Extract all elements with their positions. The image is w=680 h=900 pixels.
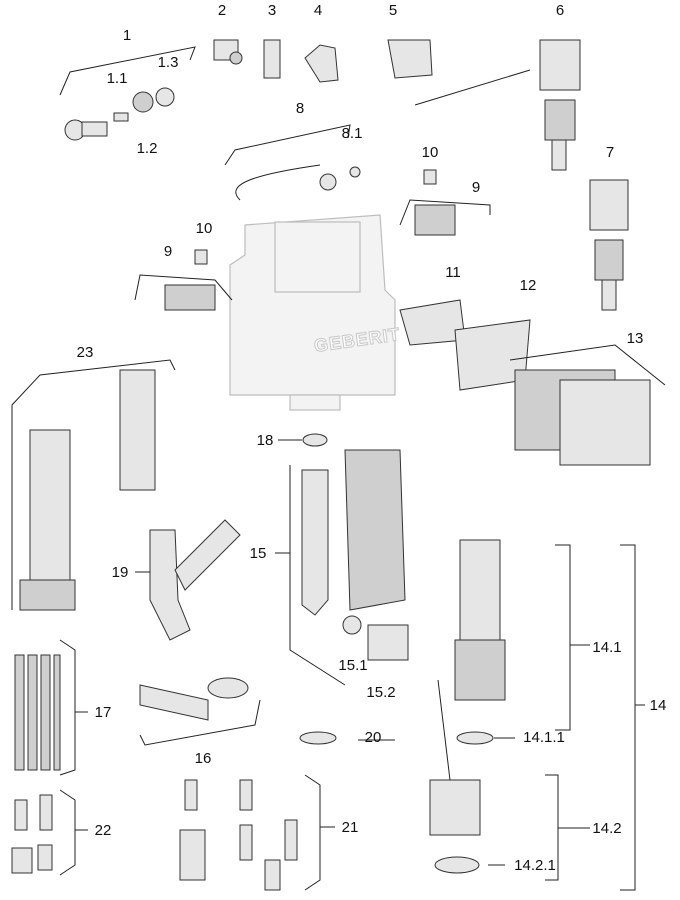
label-13: 13 bbox=[627, 330, 644, 347]
part-14-flush-valve bbox=[429, 539, 636, 891]
label-6: 6 bbox=[556, 2, 564, 19]
label-1-2: 1.2 bbox=[137, 140, 158, 157]
part-3-fitting bbox=[263, 39, 281, 79]
label-9-right: 9 bbox=[472, 179, 480, 196]
label-14-2-1: 14.2.1 bbox=[514, 857, 556, 874]
label-16: 16 bbox=[195, 750, 212, 767]
part-9-left-brackets bbox=[134, 249, 233, 311]
part-6-fill-valve bbox=[414, 39, 581, 171]
label-18: 18 bbox=[257, 432, 274, 449]
part-15-pipes bbox=[289, 449, 409, 686]
part-16-bracket bbox=[139, 677, 261, 746]
label-23: 23 bbox=[77, 344, 94, 361]
part-22-clips bbox=[11, 789, 76, 876]
label-11: 11 bbox=[445, 264, 461, 281]
part-21-clips bbox=[179, 774, 321, 891]
label-7: 7 bbox=[606, 144, 614, 161]
part-17-straps bbox=[14, 639, 76, 776]
label-10-right: 10 bbox=[422, 144, 439, 161]
part-1-connector bbox=[59, 46, 196, 141]
label-17: 17 bbox=[95, 704, 112, 721]
label-1: 1 bbox=[123, 27, 131, 44]
label-22: 22 bbox=[95, 822, 112, 839]
part-7-fill-valve bbox=[589, 179, 629, 311]
label-2: 2 bbox=[218, 2, 226, 19]
part-2-valve bbox=[213, 39, 243, 65]
part-13-frame bbox=[509, 344, 666, 466]
label-14: 14 bbox=[650, 697, 667, 714]
label-5: 5 bbox=[389, 2, 397, 19]
label-15: 15 bbox=[250, 545, 267, 562]
label-9-left: 9 bbox=[164, 243, 172, 260]
label-14-1-1: 14.1.1 bbox=[523, 729, 565, 746]
part-20-seal bbox=[299, 731, 337, 745]
label-19: 19 bbox=[112, 564, 129, 581]
part-18-seal bbox=[278, 433, 328, 447]
label-10-left: 10 bbox=[196, 220, 213, 237]
part-5-bracket bbox=[387, 39, 433, 79]
label-8-1: 8.1 bbox=[342, 125, 363, 142]
label-15-1: 15.1 bbox=[338, 657, 367, 674]
label-4: 4 bbox=[314, 2, 322, 19]
label-14-2: 14.2 bbox=[592, 820, 621, 837]
label-20: 20 bbox=[365, 729, 382, 746]
part-9-right-brackets bbox=[399, 169, 491, 236]
label-14-1: 14.1 bbox=[592, 639, 621, 656]
label-3: 3 bbox=[268, 2, 276, 19]
part-19-y-pipe bbox=[149, 519, 241, 641]
part-4-elbow bbox=[304, 44, 339, 83]
part-8-hose bbox=[224, 124, 361, 201]
cistern-frame: GEBERIT bbox=[229, 214, 402, 411]
label-12: 12 bbox=[520, 277, 537, 294]
label-1-3: 1.3 bbox=[158, 54, 179, 71]
label-1-1: 1.1 bbox=[107, 70, 128, 87]
label-8: 8 bbox=[296, 100, 304, 117]
label-21: 21 bbox=[342, 819, 359, 836]
part-labels: 1 1.1 1.3 1.2 2 3 4 5 6 7 8 8.1 10 9 10 … bbox=[77, 2, 667, 874]
label-15-2: 15.2 bbox=[366, 684, 395, 701]
part-23-fill-valve-assembly bbox=[11, 359, 176, 611]
leader-lines bbox=[75, 552, 645, 866]
